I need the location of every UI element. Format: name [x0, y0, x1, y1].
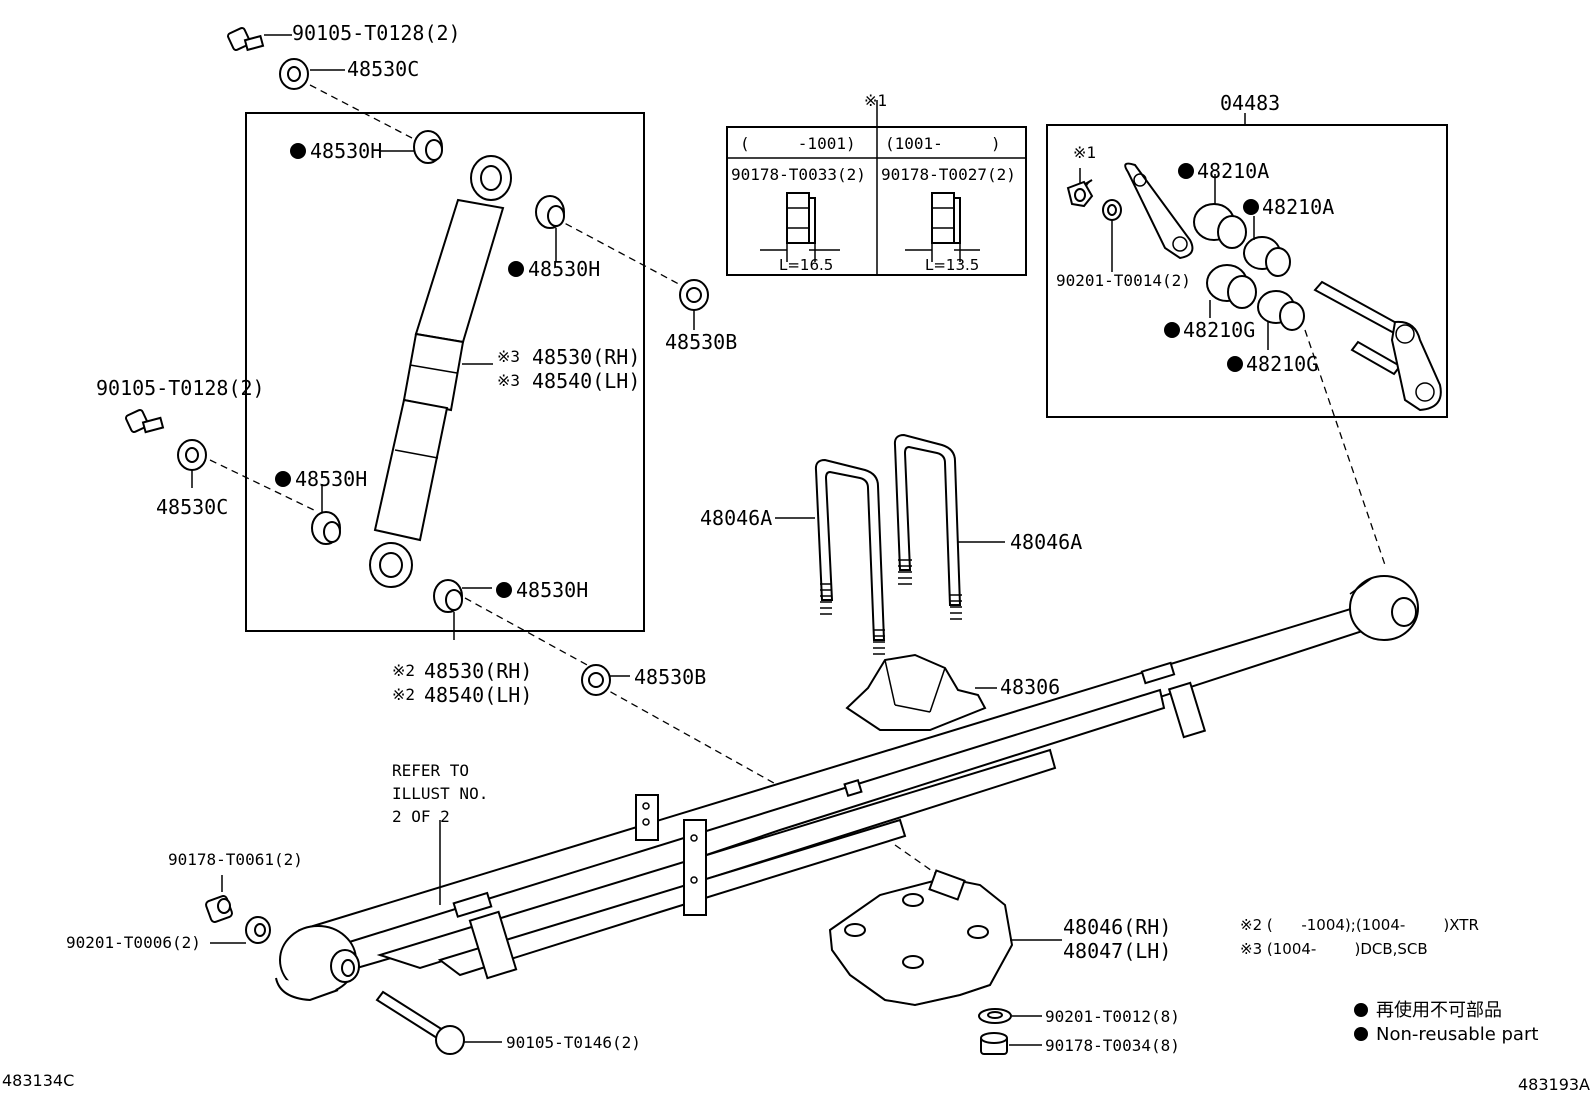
label-shock-rh: 48530(RH) [532, 345, 640, 369]
label-u-bolt: 48046A [1010, 530, 1082, 554]
label-bushing-g: 48210G [1183, 318, 1255, 342]
bolt-icon [125, 409, 165, 434]
non-reusable-bullet [508, 261, 524, 277]
dash-line [599, 685, 791, 793]
dash-line [554, 217, 691, 291]
non-reusable-bullet [1243, 199, 1259, 215]
flange-nut-right-icon [905, 192, 980, 262]
shackle-kit-icon [1066, 162, 1442, 412]
table-part-left: 90178-T0033(2) [731, 165, 866, 184]
nut-icon [980, 1032, 1008, 1055]
bushing-icon [433, 579, 463, 613]
label-washer-left: 48530C [156, 495, 228, 519]
table-part-right: 90178-T0027(2) [881, 165, 1016, 184]
washer-icon [245, 916, 271, 944]
shock-absorber-group-box [245, 112, 645, 632]
u-bolt-icon [814, 458, 886, 655]
label-bolt-front: 90105-T0146(2) [506, 1033, 641, 1052]
bolt-icon [375, 990, 465, 1055]
label-washer-b: 48530B [665, 330, 737, 354]
legend-bullet [1354, 1003, 1368, 1017]
washer-icon [177, 439, 207, 471]
shock-absorber-icon [369, 155, 512, 588]
note-2: ※2 ( -1004);(1004- )XTR [1240, 916, 1479, 934]
bushing-icon [413, 130, 443, 164]
label-bushing: 48530H [295, 467, 367, 491]
non-reusable-bullet [290, 143, 306, 159]
label-bushing-a: 48210A [1197, 159, 1269, 183]
refer-note-line2: ILLUST NO. [392, 784, 488, 803]
label-seat-nut: 90178-T0034(8) [1045, 1036, 1180, 1055]
washer-icon [581, 664, 611, 696]
mark-1: ※1 [864, 91, 887, 110]
label-shackle-kit: 04483 [1220, 91, 1280, 115]
label-spring-seat-lh: 48047(LH) [1063, 939, 1171, 963]
table-dim-right: L=13.5 [925, 256, 979, 274]
label-kit-washer: 90201-T0014(2) [1056, 271, 1191, 290]
table-header-left: ( -1001) [740, 134, 856, 153]
dash-line [464, 597, 601, 673]
label-nut-front: 90178-T0061(2) [168, 850, 303, 869]
refer-note-line3: 2 OF 2 [392, 807, 450, 826]
mark-3: ※3 [497, 347, 520, 366]
label-bushing: 48530H [310, 139, 382, 163]
bushing-icon [311, 511, 341, 545]
nut-spec-table [726, 100, 1027, 276]
label-shock-lh: 48540(LH) [532, 369, 640, 393]
mark-3: ※3 [497, 371, 520, 390]
leaf-spring-icon [275, 575, 1419, 1002]
non-reusable-bullet [1227, 356, 1243, 372]
label-spring-seat-rh: 48046(RH) [1063, 915, 1171, 939]
shackle-kit-box [1046, 124, 1448, 418]
non-reusable-bullet [275, 471, 291, 487]
mark-2: ※2 [392, 685, 415, 704]
non-reusable-bullet [496, 582, 512, 598]
label-bolt-left: 90105-T0128(2) [96, 376, 265, 400]
label-bump-stopper: 48306 [1000, 675, 1060, 699]
flange-nut-left-icon [760, 192, 840, 262]
non-reusable-bullet [1178, 163, 1194, 179]
illustration-id-right: 483193A [1518, 1075, 1590, 1094]
bolt-icon [227, 27, 265, 52]
label-shock-rh: 48530(RH) [424, 659, 532, 683]
label-bushing: 48530H [528, 257, 600, 281]
table-header-right: (1001- ) [885, 134, 1001, 153]
washer-icon [279, 58, 309, 90]
mark-1: ※1 [1073, 143, 1096, 162]
illustration-id-left: 483134C [2, 1071, 74, 1090]
nut-icon [205, 895, 233, 923]
washer-icon [679, 279, 709, 311]
label-bushing-g: 48210G [1246, 352, 1318, 376]
non-reusable-bullet [1164, 322, 1180, 338]
label-washer-b: 48530B [634, 665, 706, 689]
bushing-icon [535, 195, 565, 229]
label-bolt-top: 90105-T0128(2) [292, 21, 461, 45]
bump-stopper-icon [845, 653, 987, 731]
spring-seat-icon [828, 869, 1014, 1007]
table-dim-left: L=16.5 [779, 256, 833, 274]
label-washer-top: 48530C [347, 57, 419, 81]
label-u-bolt: 48046A [700, 506, 772, 530]
note-3: ※3 (1004- )DCB,SCB [1240, 940, 1428, 958]
label-bushing: 48530H [516, 578, 588, 602]
mark-2: ※2 [392, 661, 415, 680]
legend-japanese: 再使用不可部品 [1376, 1000, 1502, 1021]
dash-line [209, 459, 319, 513]
label-washer-front: 90201-T0006(2) [66, 933, 201, 952]
refer-note-line1: REFER TO [392, 761, 469, 780]
label-bushing-a: 48210A [1262, 195, 1334, 219]
legend-bullet [1354, 1027, 1368, 1041]
label-seat-washer: 90201-T0012(8) [1045, 1007, 1180, 1026]
dash-line [1304, 329, 1386, 566]
legend-english: Non-reusable part [1376, 1024, 1538, 1045]
u-bolt-icon [893, 433, 962, 620]
label-shock-lh: 48540(LH) [424, 683, 532, 707]
washer-icon [978, 1008, 1012, 1024]
dash-line [309, 84, 413, 139]
